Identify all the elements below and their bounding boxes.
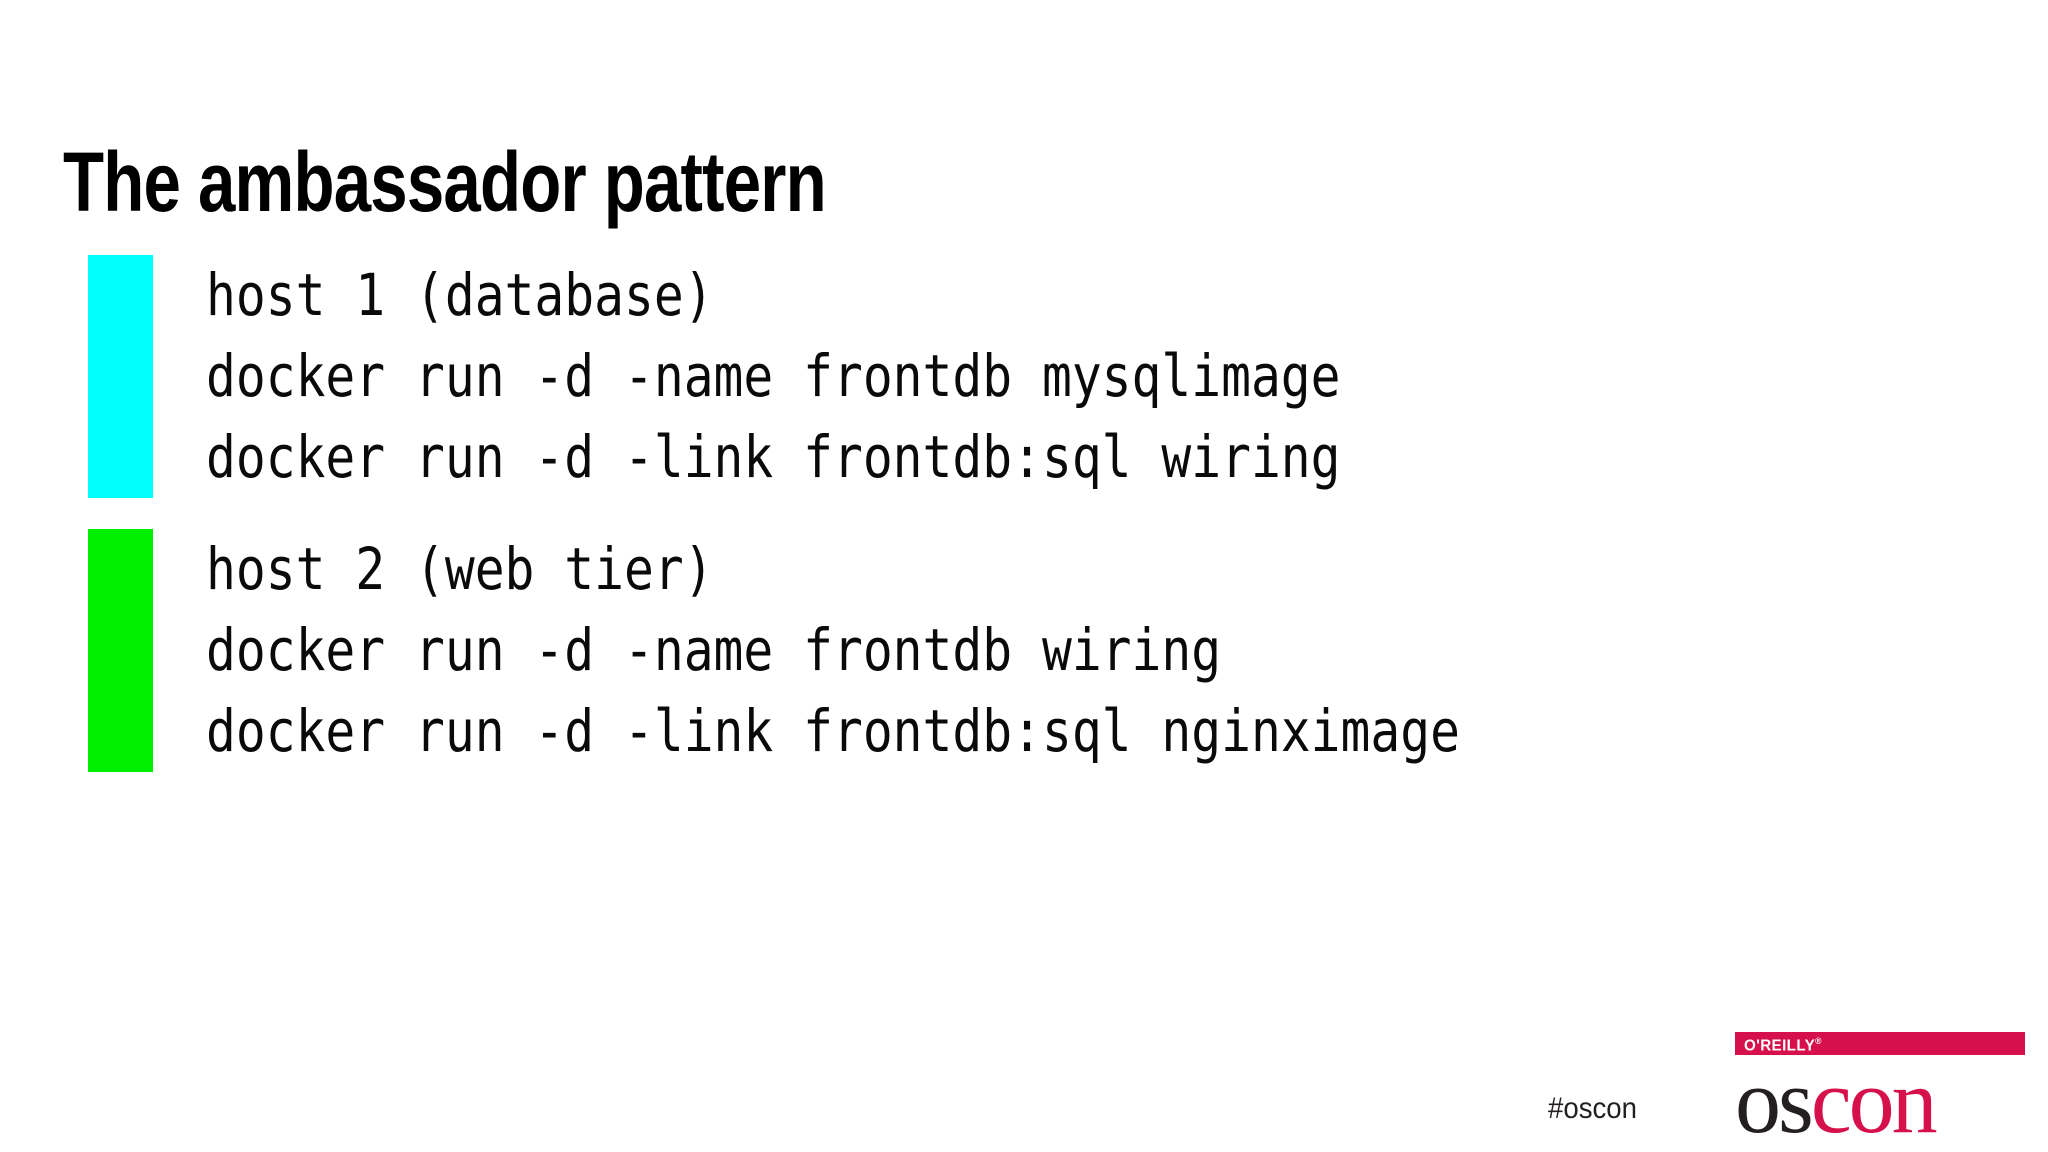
code-line: host 1 (database): [206, 261, 714, 329]
registered-trademark-icon: ®: [1815, 1035, 1822, 1046]
code-block-list: host 1 (database) docker run -d -name fr…: [88, 255, 1988, 803]
oreilly-wordmark: O'REILLY®: [1744, 1033, 1822, 1054]
oscon-wordmark-os: os: [1735, 1050, 1814, 1152]
code-line: host 2 (web tier): [206, 535, 714, 603]
oscon-wordmark-con: con: [1810, 1050, 1938, 1152]
oreilly-label: O'REILLY: [1744, 1037, 1816, 1055]
code-line: docker run -d -name frontdb wiring: [206, 616, 1222, 684]
code-line: docker run -d -link frontdb:sql nginxima…: [206, 697, 1460, 765]
code-lines-host-2: host 2 (web tier) docker run -d -name fr…: [206, 529, 1673, 772]
code-block-host-2: host 2 (web tier) docker run -d -name fr…: [88, 529, 1988, 772]
conference-hashtag: #oscon: [1548, 1092, 1638, 1125]
oscon-wordmark: oscon: [1735, 1055, 2025, 1147]
code-lines-host-1: host 1 (database) docker run -d -name fr…: [206, 255, 1533, 498]
green-swatch: [88, 529, 153, 772]
page-title: The ambassador pattern: [63, 135, 827, 230]
oreilly-banner: O'REILLY®: [1735, 1032, 2025, 1055]
code-line: docker run -d -name frontdb mysqlimage: [206, 342, 1341, 410]
code-block-host-1: host 1 (database) docker run -d -name fr…: [88, 255, 1988, 498]
code-line: docker run -d -link frontdb:sql wiring: [206, 423, 1341, 491]
oscon-logo: O'REILLY® oscon: [1735, 1032, 2025, 1147]
cyan-swatch: [88, 255, 153, 498]
